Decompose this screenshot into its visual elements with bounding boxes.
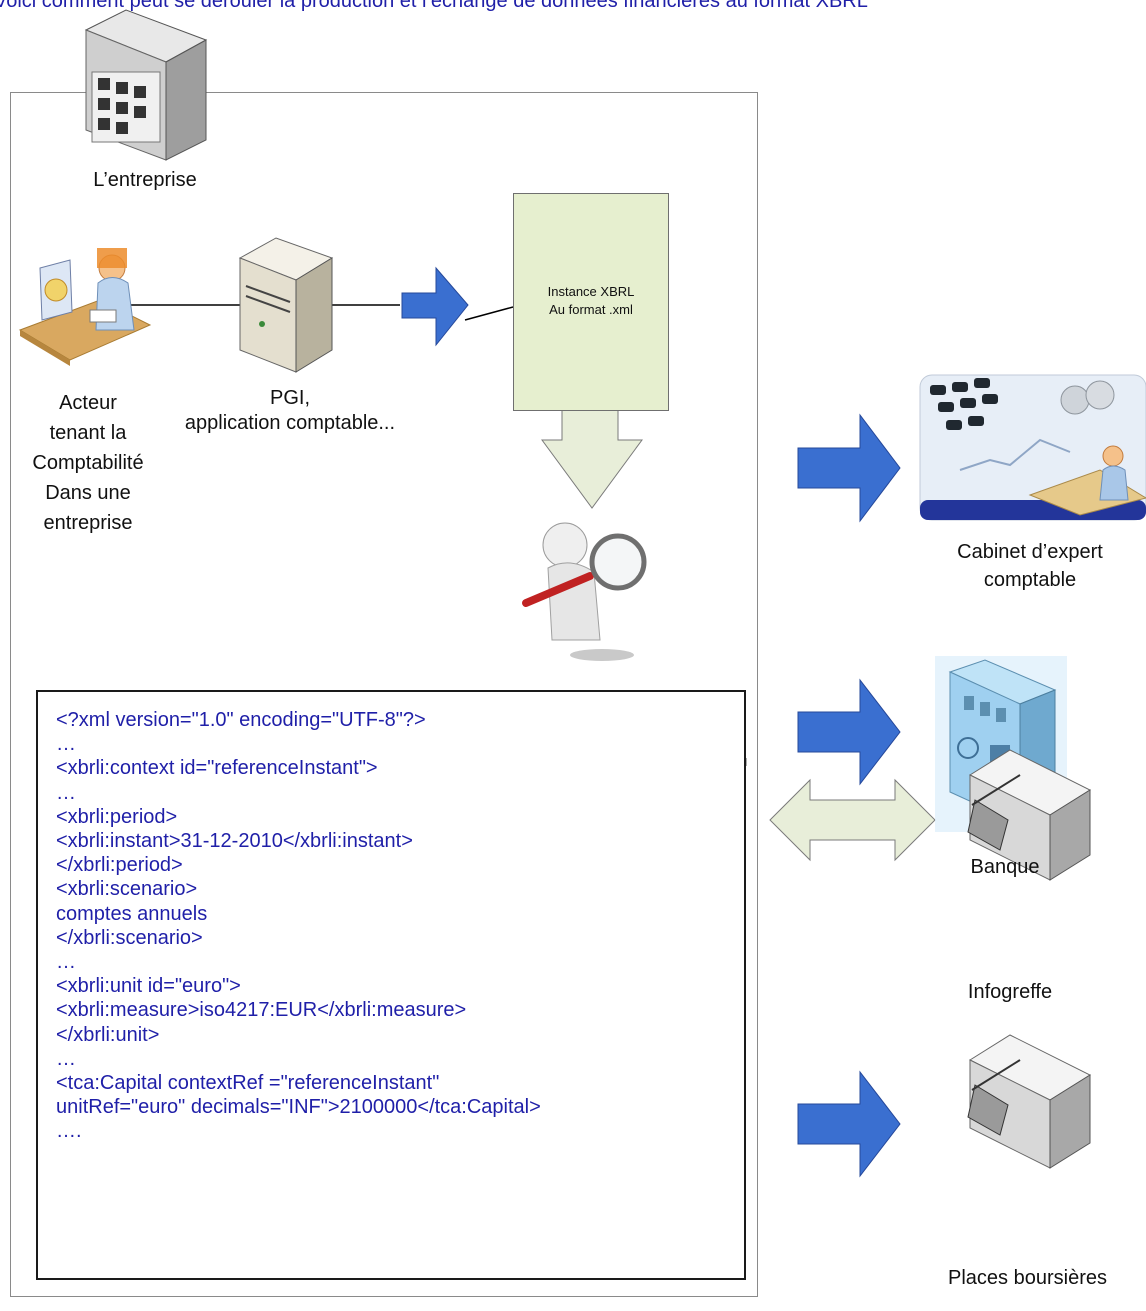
registry-building-icon bbox=[967, 749, 1092, 881]
xml-line: <?xml version="1.0" encoding="UTF-8"?> bbox=[56, 709, 426, 731]
xml-line: <xbrli:instant>31-12-2010</xbrli:instant… bbox=[56, 830, 413, 853]
actor-label-line: entreprise bbox=[43, 512, 133, 534]
arrow-to-stock-exchange bbox=[797, 1070, 901, 1178]
exchange-arrow-infogreffe bbox=[769, 778, 936, 862]
xml-line: <xbrli:scenario> bbox=[56, 878, 198, 901]
process-arrow bbox=[401, 266, 469, 347]
xml-line: <xbrli:period> bbox=[56, 805, 178, 828]
company-label: L’entreprise bbox=[93, 169, 197, 191]
intro-text: Voici comment peut se dérouler la produc… bbox=[0, 0, 868, 12]
actor-label-line: Comptabilité bbox=[32, 452, 144, 474]
xbrl-instance-label: Instance XBRL Au format .xml bbox=[513, 283, 669, 319]
accountant-label-line: comptable bbox=[983, 569, 1077, 591]
office-building-icon bbox=[84, 9, 208, 161]
arrow-doc-connector bbox=[464, 306, 514, 321]
xml-line: </xbrli:period> bbox=[56, 854, 183, 877]
xml-line: unitRef="euro" decimals="INF">2100000</t… bbox=[56, 1096, 541, 1119]
xml-line: comptes annuels bbox=[56, 902, 208, 925]
review-arrow bbox=[541, 407, 643, 509]
xml-line: …. bbox=[56, 1120, 82, 1143]
server-icon bbox=[238, 237, 334, 373]
xml-line: </xbrli:unit> bbox=[56, 1023, 160, 1046]
xbrl-instance-document bbox=[513, 193, 669, 411]
erp-label-line: PGI, bbox=[269, 387, 310, 409]
xbrl-instance-label-line: Au format .xml bbox=[549, 302, 633, 317]
accountant-label: Cabinet d’expert comptable bbox=[925, 538, 1135, 594]
stock-exchange-label: Places boursières bbox=[948, 1267, 1107, 1289]
actor-label-line: Dans une bbox=[45, 482, 131, 504]
company-frame bbox=[10, 92, 758, 1297]
xbrl-instance-label-line: Instance XBRL bbox=[547, 284, 635, 299]
xml-line: <xbrli:context id="referenceInstant"> bbox=[56, 757, 378, 780]
xml-code-box: <?xml version="1.0" encoding="UTF-8"?> …… bbox=[36, 690, 746, 1280]
xml-line: … bbox=[56, 781, 76, 804]
xml-line: … bbox=[56, 1047, 76, 1070]
accountant-label-line: Cabinet d’expert bbox=[957, 541, 1103, 563]
erp-label-line: application comptable... bbox=[184, 412, 396, 434]
xml-line: <xbrli:unit id="euro"> bbox=[56, 975, 241, 998]
xml-line: <tca:Capital contextRef ="referenceInsta… bbox=[56, 1072, 440, 1095]
xml-line: … bbox=[56, 733, 76, 756]
actor-label-line: Acteur bbox=[59, 392, 117, 414]
xml-line: <xbrli:measure>iso4217:EUR</xbrli:measur… bbox=[56, 999, 467, 1022]
stock-exchange-building-icon bbox=[967, 1034, 1092, 1169]
xml-line: </xbrli:scenario> bbox=[56, 926, 203, 949]
bank-label: Banque bbox=[970, 856, 1040, 878]
arrow-to-bank bbox=[797, 678, 901, 786]
actor-label: Acteur tenant la Comptabilité Dans une e… bbox=[8, 388, 168, 538]
accounting-desk-icon bbox=[919, 374, 1146, 521]
erp-label: PGI, application comptable... bbox=[155, 386, 425, 436]
accountant-person-icon bbox=[18, 248, 152, 366]
magnifier-person-icon bbox=[522, 522, 647, 661]
arrow-to-accountant bbox=[797, 413, 901, 523]
infogreffe-label: Infogreffe bbox=[967, 981, 1053, 1003]
xml-line: … bbox=[56, 951, 76, 974]
actor-label-line: tenant la bbox=[49, 422, 127, 444]
